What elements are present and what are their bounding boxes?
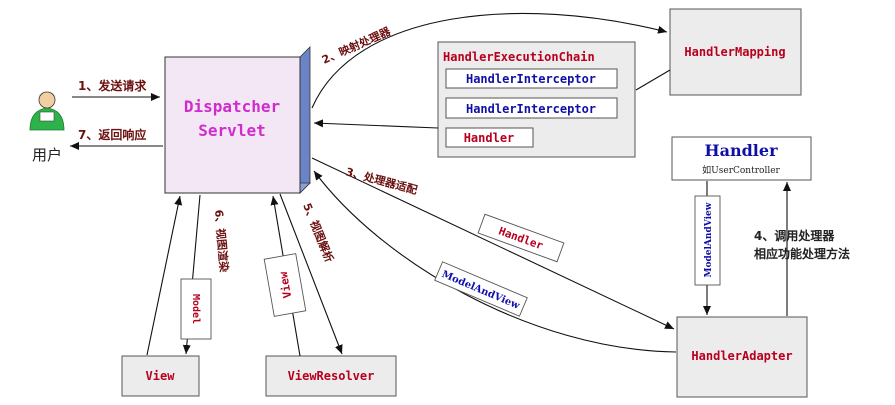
model-and-view-vertical-label: ModelAndView: [704, 202, 714, 277]
handler-mapping-label: HandlerMapping: [684, 45, 785, 59]
arrow-chain-return: [635, 69, 671, 91]
chain-handler-box: [445, 127, 534, 148]
arrow-view-to-dispatcher: [146, 195, 183, 356]
execution-chain-title: HandlerExecutionChain: [443, 50, 595, 64]
dispatcher-line1: Dispatcher: [184, 97, 280, 116]
handler-box-title: Handler: [705, 141, 779, 160]
interceptor-box-1: [445, 68, 618, 89]
view-box: [121, 355, 200, 397]
arrow-model-and-view-return: [313, 170, 677, 353]
interceptor-box-2: [445, 97, 618, 119]
arrow-chain-to-dispatcher: [313, 119, 439, 129]
chain-handler-label: Handler: [464, 131, 515, 145]
step-5-label: 5、视图解析: [300, 201, 336, 264]
step-7-label: 7、返回响应: [78, 127, 146, 142]
view-resolver-label: ViewResolver: [288, 369, 375, 383]
interceptor-label-2: HandlerInterceptor: [466, 102, 596, 116]
handler-adapter-label: HandlerAdapter: [691, 349, 792, 363]
arrow-to-handler-adapter: [311, 157, 675, 330]
view-label: View: [146, 369, 176, 383]
handler-adapter-box: [676, 316, 808, 398]
model-and-view-tag: ModelAndView: [434, 261, 528, 317]
user-icon: [29, 91, 65, 131]
handler-box-subtitle: 如UserController: [702, 164, 780, 176]
model-tag-label: Model: [190, 294, 201, 324]
user-label: 用户: [32, 146, 62, 164]
handler-box: [671, 136, 812, 181]
step-2-label: 2、映射处理器: [320, 24, 394, 67]
model-tag: Model: [180, 278, 212, 340]
dispatcher-servlet-box: [164, 46, 311, 194]
arrow-to-handler-mapping: [311, 12, 668, 109]
arrow-to-view-resolver: [279, 193, 343, 355]
step-3-label: 3、处理器适配: [344, 164, 419, 197]
step-4-line2: 相应功能处理方法: [754, 246, 850, 261]
model-and-view-vertical-tag: ModelAndView: [694, 195, 721, 286]
interceptor-label-1: HandlerInterceptor: [466, 72, 596, 86]
handler-mapping-box: [669, 8, 802, 96]
view-tag-label: View: [277, 270, 294, 299]
step-4-line1: 4、调用处理器: [754, 228, 835, 243]
view-tag: View: [263, 253, 307, 317]
dispatcher-line2: Servlet: [198, 121, 265, 140]
step-1-label: 1、发送请求: [78, 78, 147, 93]
step-6-label: 6、视图渲染: [212, 209, 231, 274]
handler-tag: Handler: [477, 213, 565, 263]
view-resolver-box: [265, 355, 397, 397]
